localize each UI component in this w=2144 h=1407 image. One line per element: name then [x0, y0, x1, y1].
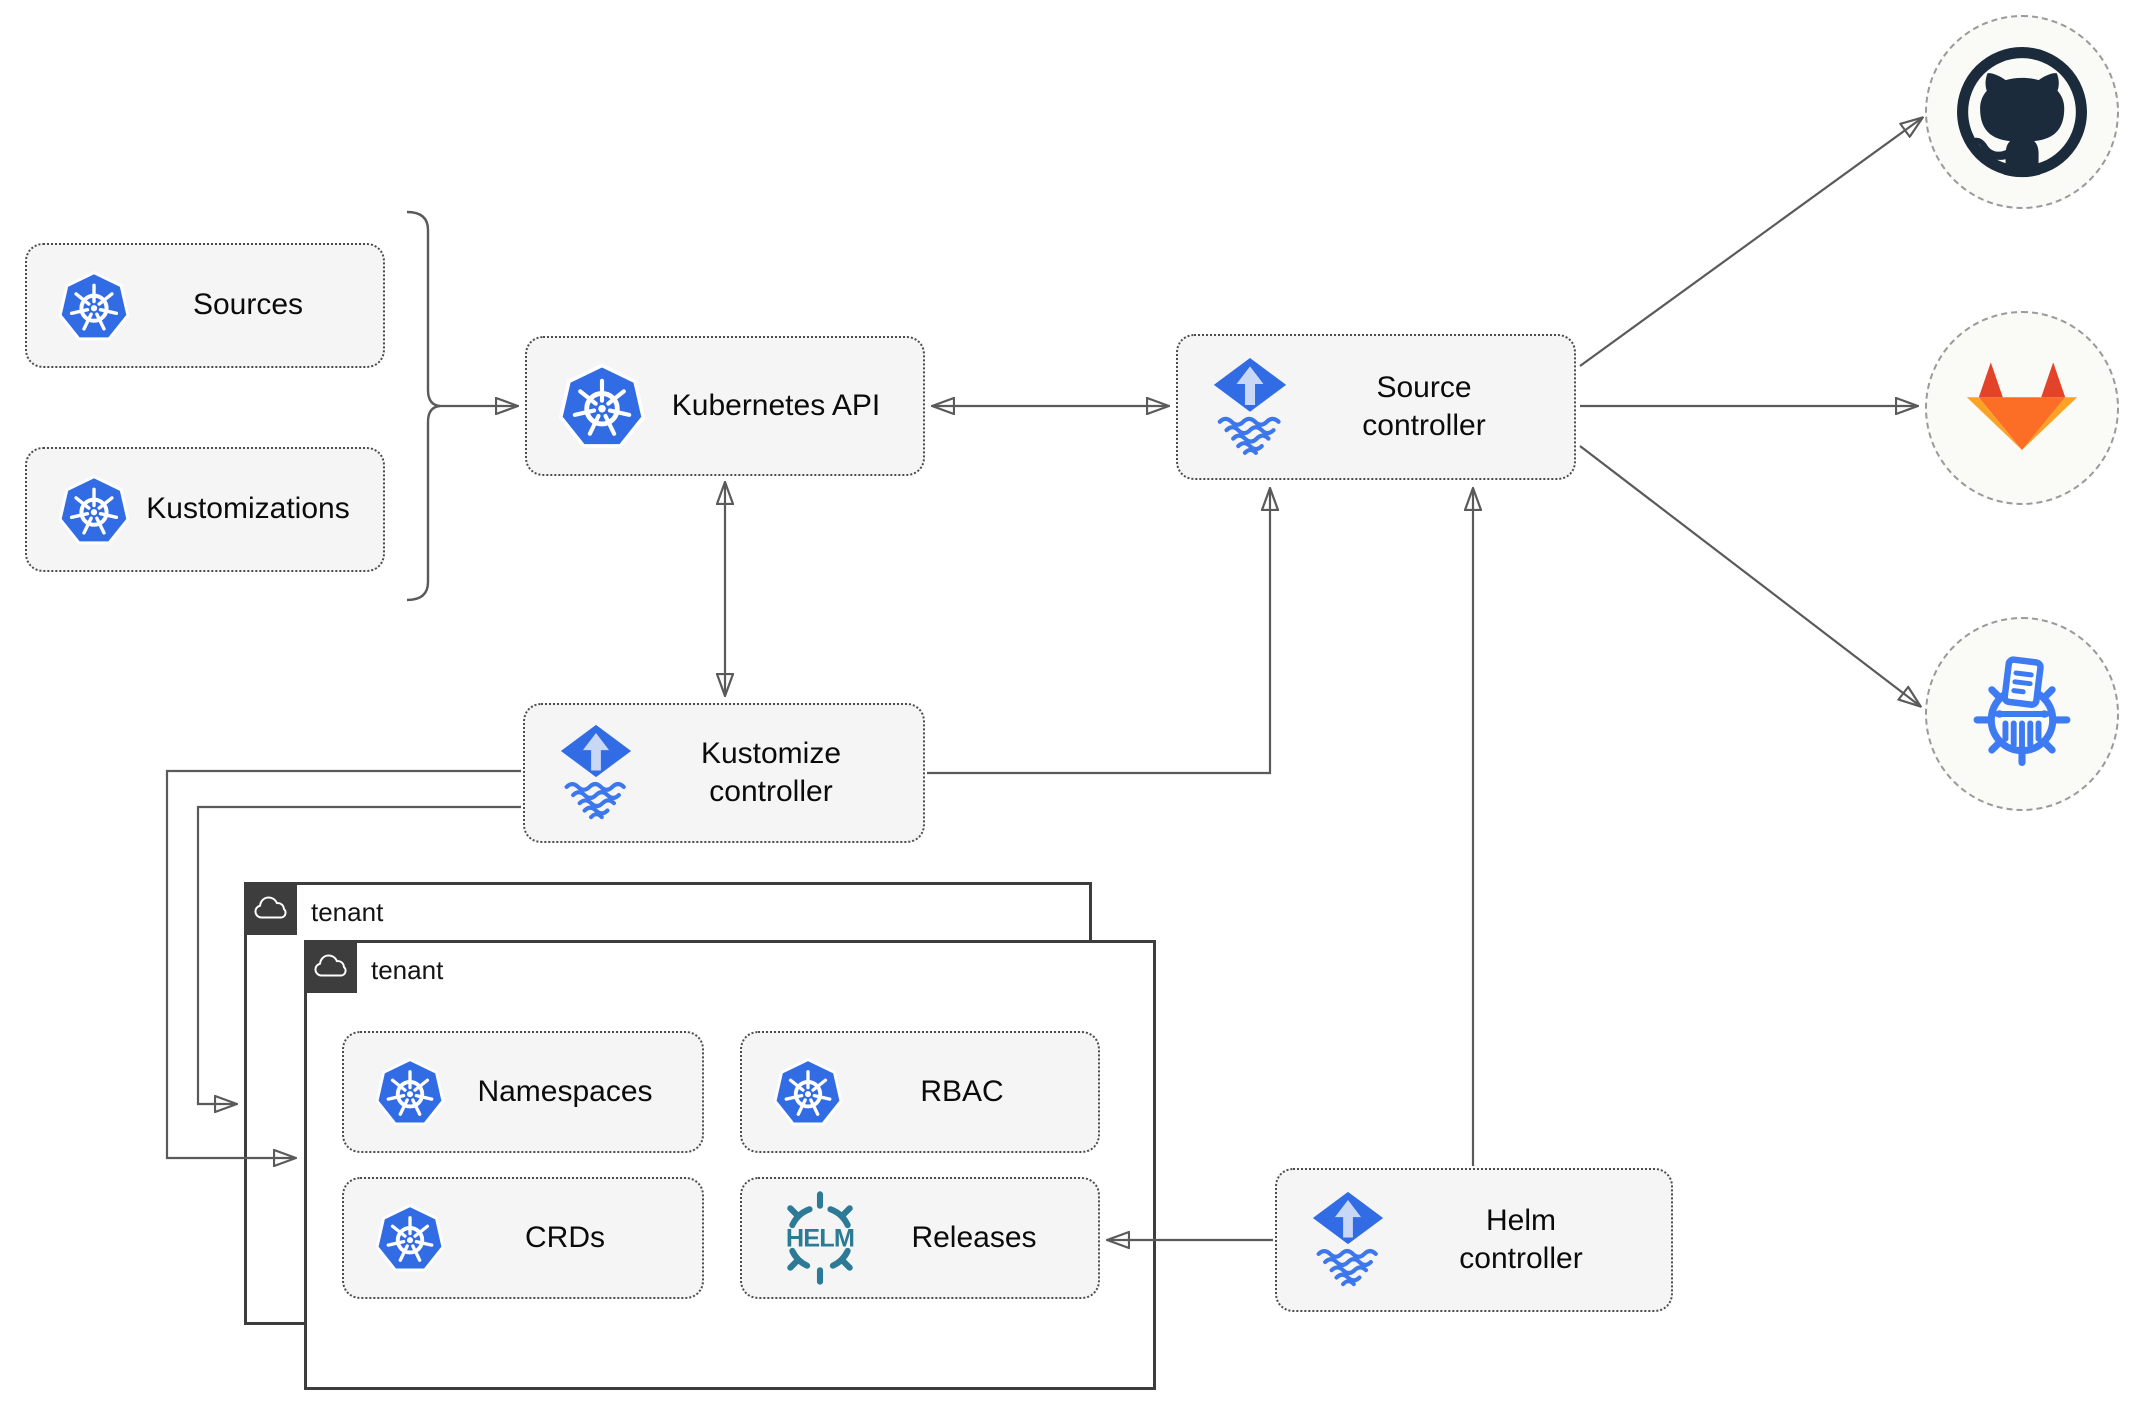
- node-releases: HELM Releases: [740, 1177, 1100, 1299]
- edge-source-to-helm-repository: [1579, 445, 1920, 706]
- node-kubernetes-api-label: Kubernetes API: [671, 388, 881, 422]
- tenant-back-label: tenant: [311, 897, 384, 927]
- node-source-controller-label: Source controller: [1362, 370, 1486, 442]
- flux-logo-icon: [1208, 357, 1292, 458]
- helm-repository-circle: [1925, 617, 2119, 811]
- edge-source-to-github: [1579, 118, 1922, 367]
- kubernetes-logo-icon: [557, 361, 647, 451]
- node-crds-label: CRDs: [525, 1220, 605, 1254]
- github-repository-circle: [1925, 15, 2119, 209]
- node-crds: CRDs: [342, 1177, 704, 1299]
- node-kustomize-controller-label: Kustomize controller: [700, 736, 842, 808]
- flux-logo-icon: [555, 724, 637, 822]
- node-kustomizations-label: Kustomizations: [146, 492, 350, 526]
- kubernetes-logo-icon: [57, 269, 131, 343]
- node-sources-label: Sources: [192, 288, 304, 322]
- edge-kustomize-to-source-controller: [927, 489, 1270, 775]
- cloud-icon: [313, 953, 349, 980]
- helm-logo-icon: HELM: [772, 1189, 868, 1287]
- cloud-icon: [253, 895, 289, 922]
- node-namespaces: Namespaces: [342, 1031, 704, 1153]
- flux-logo-icon: [1307, 1191, 1389, 1289]
- node-helm-controller: Helm controller: [1275, 1168, 1673, 1312]
- tenant-front-tab: [304, 940, 357, 993]
- node-kustomize-controller: Kustomize controller: [523, 703, 925, 843]
- node-rbac-label: RBAC: [920, 1074, 1004, 1108]
- tenant-front-label: tenant: [371, 955, 444, 985]
- tenant-group-front: tenant: [304, 940, 1156, 1390]
- helm-repository-icon: [1973, 656, 2071, 766]
- github-logo-icon: [1956, 46, 2088, 178]
- node-namespaces-label: Namespaces: [477, 1074, 653, 1108]
- node-kustomizations: Kustomizations: [25, 447, 385, 572]
- node-sources: Sources: [25, 243, 385, 368]
- helm-logo-text: HELM: [786, 1225, 854, 1253]
- node-source-controller: Source controller: [1176, 334, 1576, 480]
- node-helm-controller-label: Helm controller: [1459, 1203, 1583, 1275]
- gitlab-logo-icon: [1966, 362, 2078, 450]
- bracket-sources-group: [406, 210, 441, 602]
- node-rbac: RBAC: [740, 1031, 1100, 1153]
- kubernetes-logo-icon: [57, 473, 131, 547]
- kubernetes-logo-icon: [374, 1056, 446, 1128]
- node-releases-label: Releases: [911, 1220, 1037, 1254]
- tenant-back-tab: [244, 882, 297, 935]
- kubernetes-logo-icon: [374, 1202, 446, 1274]
- gitlab-repository-circle: [1925, 311, 2119, 505]
- node-kubernetes-api: Kubernetes API: [525, 336, 925, 476]
- kubernetes-logo-icon: [772, 1056, 844, 1128]
